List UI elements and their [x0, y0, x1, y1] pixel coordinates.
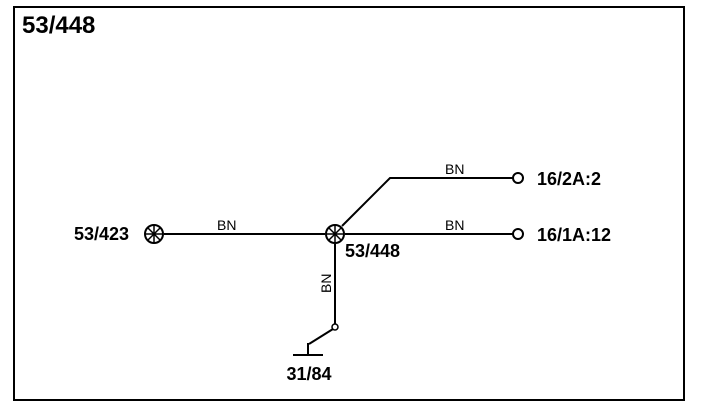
wire-label-bn: BN [318, 274, 334, 293]
wire-label-bn: BN [445, 161, 464, 177]
diagram-title: 53/448 [22, 12, 96, 39]
switch-contact-blade [308, 328, 334, 345]
connector-16-1a-12-terminal-icon [512, 228, 524, 240]
diagram-frame [13, 6, 685, 401]
splice-53-423-icon [144, 224, 164, 244]
splice-53-448-label: 53/448 [345, 241, 400, 261]
connector-16-1a-12-label: 16/1A:12 [537, 225, 611, 245]
wire-label-bn: BN [445, 217, 464, 233]
switch-contact-terminal [331, 323, 339, 331]
connector-16-2a-2-terminal-icon [512, 172, 524, 184]
splice-53-448-icon [325, 224, 345, 244]
connector-16-2a-2-label: 16/2A:2 [537, 169, 601, 189]
splice-53-423-label: 53/423 [74, 224, 129, 244]
ground-label: 31/84 [286, 364, 331, 384]
wire-label-bn: BN [217, 217, 236, 233]
wire-53-448-to-16-2a-2 [341, 177, 513, 227]
